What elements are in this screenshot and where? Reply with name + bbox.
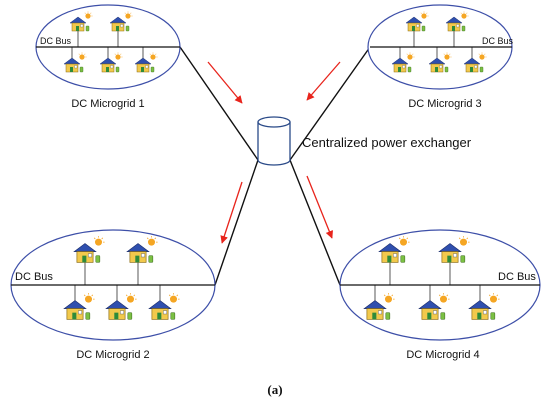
flow-arrows [207,61,341,244]
microgrid-3-label: DC Microgrid 3 [408,98,481,110]
microgrid-1-label: DC Microgrid 1 [71,98,144,110]
microgrid-2: DC Bus DC Microgrid 2 [10,229,216,361]
cylinder-icon [257,122,291,166]
microgrid-4-bus-label: DC Bus [498,271,536,283]
microgrid-1-bus-label: DC Bus [40,36,72,46]
microgrid-2-bus-label: DC Bus [15,271,53,283]
microgrid-1: DC Bus DC Microgrid 1 [35,4,181,110]
microgrid-3: DC Bus DC Microgrid 3 [367,4,514,110]
cylinder-top [257,116,291,128]
centralized-power-exchanger: Centralized power exchanger [257,116,472,166]
arrow-center-to-mg4 [306,175,333,239]
connector-mg3 [289,46,371,161]
arrow-mg1-to-center [207,61,243,104]
arrow-mg3-to-center [306,61,341,101]
connector-mg2 [214,159,259,286]
microgrid-2-label: DC Microgrid 2 [76,349,149,361]
microgrid-4-label: DC Microgrid 4 [406,349,479,361]
connector-mg4 [289,159,341,286]
connector-mg1 [179,46,259,161]
center-label: Centralized power exchanger [302,135,472,150]
connector-lines [179,46,371,286]
figure-caption: (a) [267,382,282,397]
microgrid-3-bus-label: DC Bus [482,36,514,46]
microgrid-4: DC Bus DC Microgrid 4 [339,229,541,361]
arrow-center-to-mg2 [220,181,243,244]
